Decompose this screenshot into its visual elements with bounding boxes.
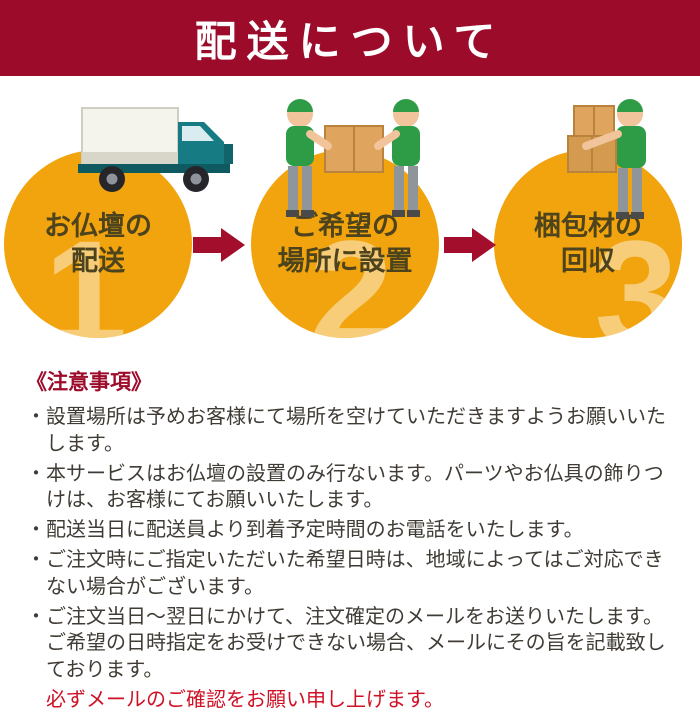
step-1-label-line1: お仏壇の (44, 210, 152, 241)
notes-section: 《注意事項》 設置場所は予めお客様にて場所を空けていただきますようお願いいたしま… (0, 356, 700, 714)
step-1-number: 1 (44, 209, 128, 338)
note-item: 設置場所は予めお客様にて場所を空けていただきますようお願いいたします。 (26, 404, 682, 458)
note-item: 配送当日に配送員より到着予定時間のお電話をいたします。 (26, 517, 682, 544)
header-banner: 配送について (0, 0, 700, 76)
step-3-circle: 3 梱包材の 回収 (494, 150, 682, 338)
email-confirmation-warning: 必ずメールのご確認をお願い申し上げます。 (46, 688, 444, 711)
delivery-steps: 1 お仏壇の 配送 2 ご希望の 場所に設置 (0, 76, 700, 356)
worker-with-boxes-icon (567, 99, 646, 219)
note-item: ご注文時にご指定いただいた希望日時は、地域によってはご対応できない場合がございま… (26, 547, 682, 601)
note-item: ご注文当日〜翌日にかけて、注文確定のメールをお送りいたします。ご希望の日時指定を… (26, 604, 682, 684)
step-1-label: お仏壇の 配送 (44, 209, 152, 279)
step-3-number: 3 (594, 209, 678, 338)
step-2-circle: 2 ご希望の 場所に設置 (251, 150, 439, 338)
step-1-circle: 1 お仏壇の 配送 (4, 150, 192, 338)
step-3-label-line2: 回収 (561, 246, 615, 276)
step-2-number: 2 (309, 209, 393, 338)
delivery-workers-icon (286, 99, 420, 217)
step-2-label: ご希望の 場所に設置 (278, 209, 413, 279)
note-item: 本サービスはお仏壇の設置のみ行ないます。パーツやお仏具の飾りつけは、お客様にてお… (26, 461, 682, 515)
arrow-right-icon (193, 228, 245, 262)
step-2-label-line2: 場所に設置 (277, 246, 413, 276)
notes-heading: 《注意事項》 (26, 371, 152, 394)
notes-list: 設置場所は予めお客様にて場所を空けていただきますようお願いいたします。 本サービ… (26, 404, 682, 684)
truck-icon (78, 107, 233, 192)
page-title: 配送について (194, 17, 506, 65)
step-1-label-line2: 配送 (71, 246, 125, 276)
arrow-right-icon (444, 228, 496, 262)
